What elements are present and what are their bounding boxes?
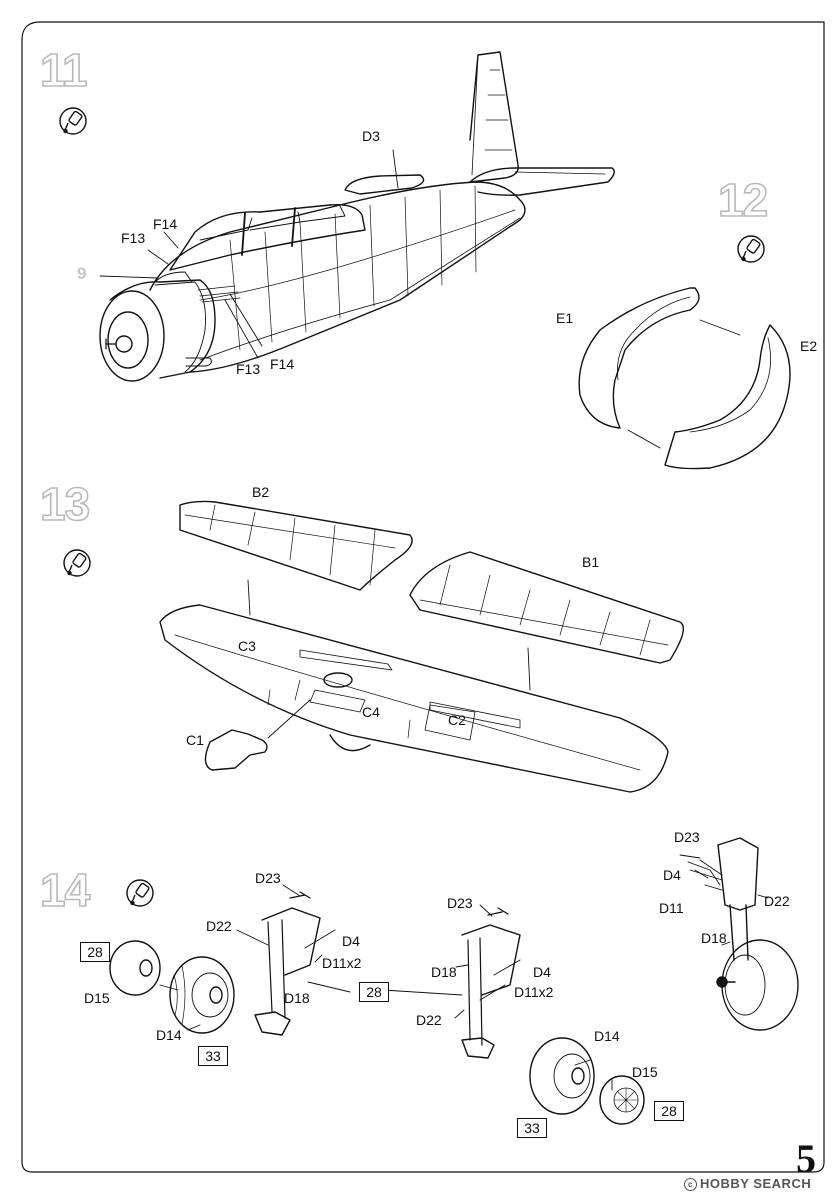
part-label-d4-mid: D4 [533,964,551,980]
reference-step-9: 9 [77,264,87,283]
part-label-c1: C1 [186,732,204,748]
step-number-12: 12 [717,174,769,226]
part-label-f13-top: F13 [121,230,146,246]
glue-icon [126,879,154,907]
part-label-d15-right: D15 [632,1064,658,1080]
color-ref-box: 33 [198,1046,228,1066]
part-label-b1: B1 [582,554,600,570]
color-ref-box: 28 [80,942,110,962]
color-ref-box: 28 [359,982,389,1002]
part-label-b2: B2 [252,484,270,500]
landing-gear-drawing [109,837,799,1125]
part-label-d23-detail: D23 [674,829,700,845]
part-label-d11x2-left: D11x2 [322,955,362,971]
step-number-11: 11 [39,44,88,96]
page-frame [21,21,825,1173]
part-label-d14-left: D14 [156,1027,182,1043]
part-label-d3: D3 [362,128,380,144]
page-number: 5 [796,1136,816,1181]
part-label-d11x2-mid: D11x2 [514,984,554,1000]
step-number-14: 14 [39,864,91,916]
copyright-icon: c [684,1178,697,1191]
glue-icon [63,549,91,577]
fuselage-drawing [99,51,615,382]
part-label-d14-right: D14 [594,1028,620,1044]
part-label-f14-bottom: F14 [270,356,295,372]
part-label-e2: E2 [800,338,818,354]
part-label-d4-detail: D4 [663,867,681,883]
part-label-c2: C2 [448,712,466,728]
part-label-d4-left: D4 [342,933,360,949]
part-label-e1: E1 [556,310,574,326]
glue-icon [59,107,87,135]
part-label-d22-left: D22 [206,918,232,934]
color-ref-box: 28 [654,1101,684,1121]
part-label-d22-detail: D22 [764,893,790,909]
cowl-flaps-drawing [578,287,791,470]
part-label-f13-bottom: F13 [236,361,261,377]
wings-drawing [159,500,684,793]
glue-icon [737,235,765,263]
part-label-c4: C4 [362,704,380,720]
part-label-d11-detail: D11 [659,900,684,916]
part-label-d15-left: D15 [84,990,110,1006]
part-label-c3: C3 [238,638,256,654]
watermark-text: HOBBY SEARCH [700,1176,812,1191]
step-number-13: 13 [39,478,91,530]
part-label-d23-mid: D23 [447,895,473,911]
color-ref-box: 33 [517,1118,547,1138]
part-label-d18-left: D18 [284,990,310,1006]
part-label-d18-detail: D18 [701,930,727,946]
part-label-d18-mid: D18 [431,964,457,980]
part-label-d23-left: D23 [255,870,281,886]
part-label-f14-top: F14 [153,216,178,232]
part-label-d22-mid: D22 [416,1012,442,1028]
